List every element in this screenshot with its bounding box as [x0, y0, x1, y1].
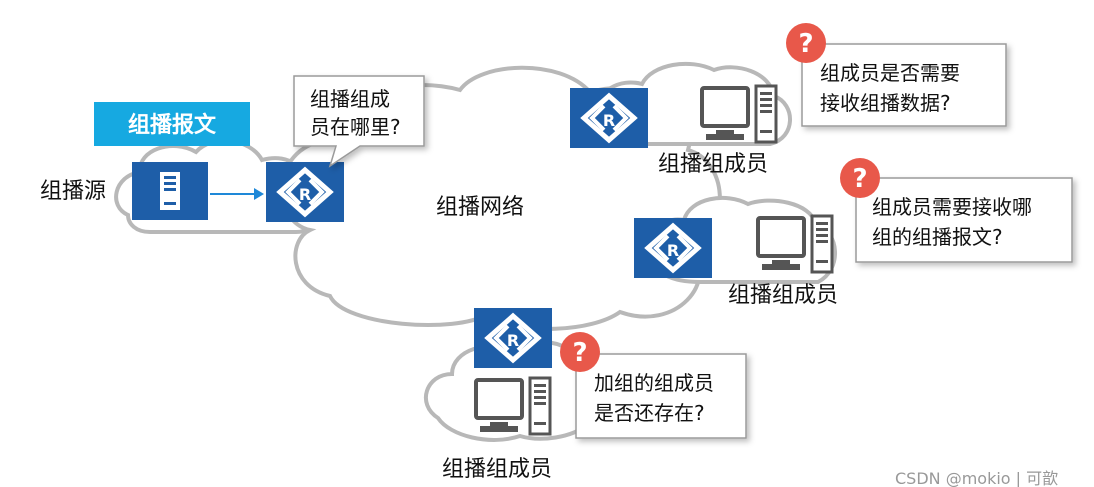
- member-label-bottom: 组播组成员: [442, 457, 552, 482]
- router-icon: R: [474, 308, 552, 368]
- bubble-text-line: 组播组成: [310, 87, 390, 111]
- bubble-text-line: 组的组播报文?: [872, 225, 1003, 249]
- bubble-text-line: 组成员需要接收哪: [872, 195, 1032, 219]
- svg-text:R: R: [299, 185, 311, 204]
- member-label-top: 组播组成员: [658, 152, 768, 177]
- question-icon: ?: [786, 23, 826, 63]
- svg-text:R: R: [603, 111, 615, 130]
- svg-text:?: ?: [572, 338, 587, 368]
- member-label-middle: 组播组成员: [728, 283, 838, 308]
- source-arrow: [210, 188, 264, 200]
- bubble-text-line: 加组的组成员: [594, 371, 714, 395]
- server-icon: [132, 162, 208, 220]
- svg-text:?: ?: [852, 164, 867, 194]
- svg-text:?: ?: [798, 29, 813, 59]
- svg-text:R: R: [667, 241, 679, 260]
- multicast-message-tag: 组播报文: [94, 102, 250, 146]
- bubble-text-line: 是否还存在?: [594, 401, 705, 425]
- router-icon: R: [570, 88, 648, 148]
- watermark: CSDN @mokio | 可歆: [895, 469, 1058, 487]
- svg-text:R: R: [507, 331, 519, 350]
- bottom-question-bubble: [575, 353, 747, 439]
- tag-label: 组播报文: [128, 112, 217, 138]
- router-icon: R: [634, 218, 712, 278]
- bubble-text-line: 组成员是否需要: [820, 61, 960, 85]
- router-question-bubble: [293, 75, 425, 168]
- top-right-question-bubble: [801, 43, 1007, 127]
- middle-right-question-bubble: [855, 177, 1073, 263]
- network-label: 组播网络: [436, 195, 524, 220]
- router-icon: R: [266, 162, 344, 222]
- question-icon: ?: [840, 158, 880, 198]
- source-label: 组播源: [40, 179, 106, 204]
- bubble-text-line: 员在哪里?: [310, 115, 401, 139]
- question-icon: ?: [560, 332, 600, 372]
- bubble-text-line: 接收组播数据?: [820, 91, 951, 115]
